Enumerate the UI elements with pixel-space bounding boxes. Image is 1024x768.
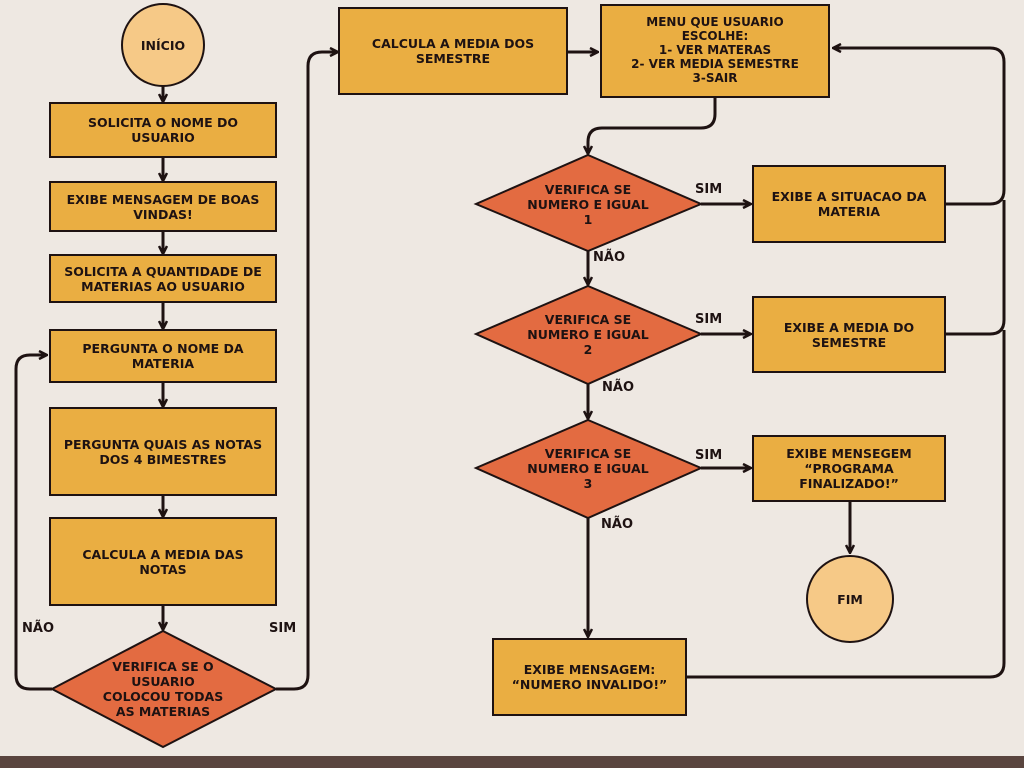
verifica-1-decision [473, 153, 704, 253]
verifica-3-decision [473, 418, 704, 520]
solicita-qtd-box [49, 254, 277, 303]
calcula-notas-label: CALCULA A MEDIA DAS NOTAS [82, 546, 244, 577]
finalizado-box [752, 435, 946, 502]
start-terminal [121, 3, 205, 87]
calcula-semestre-box [338, 7, 568, 95]
menu-box [600, 4, 830, 98]
calcula-semestre-label: CALCULA A MEDIA DOS SEMESTRE [371, 36, 535, 66]
pergunta-nome-label: PERGUNTA O NOME DA MATERIA [82, 341, 244, 371]
verifica-todas-decision [49, 629, 279, 749]
bottom-bar [0, 756, 1024, 768]
connectors [14, 48, 1006, 691]
media-semestre-box [752, 296, 946, 373]
edge-label-sim-loop: SIM [269, 621, 297, 636]
media-semestre-label: EXIBE A MEDIA DO SEMESTRE [783, 319, 915, 350]
boas-vindas-label: EXIBE MENSAGEM DE BOAS VINDAS! [66, 191, 260, 222]
menu-label: MENU QUE USUARIO ESCOLHE: 1- VER MATERAS… [631, 15, 799, 85]
edge-label-nao-2: NÃO [602, 380, 634, 395]
edge-verifica-todas-sim-to-calcula-semestre [276, 52, 337, 691]
edge-label-sim-1: SIM [695, 182, 723, 197]
verifica-1-label: VERIFICA SE NUMERO E IGUAL 1 [527, 181, 649, 227]
finalizado-label: EXIBE MENSEGEM “PROGRAMA FINALIZADO!” [786, 446, 912, 491]
end-terminal [806, 555, 894, 643]
solicita-nome-box [49, 102, 277, 158]
solicita-nome-label: SOLICITA O NOME DO USUARIO [87, 115, 239, 145]
verifica-3-label: VERIFICA SE NUMERO E IGUAL 3 [527, 445, 649, 491]
edge-label-sim-2: SIM [695, 312, 723, 327]
verifica-2-label: VERIFICA SE NUMERO E IGUAL 2 [527, 311, 649, 357]
edge-invalido-return [686, 330, 1006, 679]
pergunta-nome-box [49, 329, 277, 383]
verifica-2-decision [473, 284, 704, 386]
edge-situacao-return-to-menu [834, 48, 1006, 206]
edge-verifica-todas-nao-loop [14, 355, 52, 691]
edge-label-nao-1: NÃO [593, 250, 625, 265]
edge-label-nao-loop: NÃO [22, 621, 54, 636]
solicita-qtd-label: SOLICITA A QUANTIDADE DE MATERIAS AO USU… [64, 263, 262, 294]
calcula-notas-box [49, 517, 277, 606]
edge-label-sim-3: SIM [695, 448, 723, 463]
invalido-label: EXIBE MENSAGEM: “NUMERO INVALIDO!” [511, 662, 668, 692]
fim-label: FIM [837, 591, 863, 607]
boas-vindas-box [49, 181, 277, 232]
edge-media-semestre-return [945, 200, 1006, 336]
situacao-label: EXIBE A SITUACAO DA MATERIA [771, 189, 927, 219]
invalido-box [492, 638, 687, 716]
situacao-box [752, 165, 946, 243]
edge-menu-to-verifica-1 [588, 97, 717, 153]
edge-label-nao-3: NÃO [601, 517, 633, 532]
verifica-todas-label: VERIFICA SE O USUARIO COLOCOU TODAS AS M… [102, 659, 224, 719]
inicio-label: INÍCIO [140, 37, 186, 53]
pergunta-notas-box [49, 407, 277, 496]
pergunta-notas-label: PERGUNTA QUAIS AS NOTAS DOS 4 BIMESTRES [63, 436, 263, 467]
